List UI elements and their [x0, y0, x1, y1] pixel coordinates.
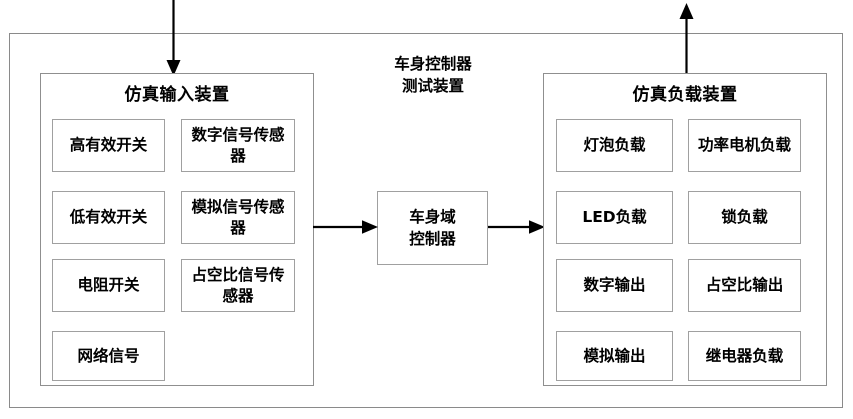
centre-caption-line2: 测试装置 — [401, 77, 464, 95]
external-output-arrow — [673, 2, 701, 78]
controller-label-line2: 控制器 — [409, 230, 456, 248]
box-digital-signal-sensor[interactable]: 数字信号传感器 — [181, 119, 295, 172]
outer-system-frame — [9, 33, 843, 408]
panel-title-simulated-load-device: 仿真负载装置 — [632, 85, 738, 105]
box-body-domain-controller[interactable]: 车身域 控制器 — [377, 191, 488, 265]
box-network-signal[interactable]: 网络信号 — [52, 331, 165, 381]
box-duty-cycle-signal-sensor[interactable]: 占空比信号传感器 — [181, 259, 295, 312]
box-digital-output[interactable]: 数字输出 — [556, 259, 673, 312]
panel-simulated-load-device: 仿真负载装置 灯泡负载 功率电机负载 LED负载 锁负载 数字输出 占空比输出 … — [543, 73, 827, 386]
box-analog-output[interactable]: 模拟输出 — [556, 331, 673, 381]
controller-label-line1: 车身域 — [409, 208, 456, 226]
box-led-load[interactable]: LED负载 — [556, 191, 673, 244]
box-duty-cycle-output[interactable]: 占空比输出 — [688, 259, 801, 312]
controller-to-load-arrow — [488, 217, 546, 237]
panel-simulated-input-device: 仿真输入装置 高有效开关 数字信号传感器 低有效开关 模拟信号传感器 电阻开关 … — [40, 73, 314, 386]
box-lock-load[interactable]: 锁负载 — [688, 191, 801, 244]
box-analog-signal-sensor[interactable]: 模拟信号传感器 — [181, 191, 295, 244]
box-high-active-switch[interactable]: 高有效开关 — [52, 119, 165, 172]
input-to-controller-arrow — [313, 217, 379, 237]
box-resistive-switch[interactable]: 电阻开关 — [52, 259, 165, 312]
box-power-motor-load[interactable]: 功率电机负载 — [688, 119, 801, 172]
centre-caption-line1: 车身控制器 — [394, 55, 472, 73]
centre-caption: 车身控制器 测试装置 — [363, 53, 503, 97]
box-relay-load[interactable]: 继电器负载 — [688, 331, 801, 381]
panel-title-simulated-input-device: 仿真输入装置 — [124, 85, 230, 105]
external-input-arrow — [160, 0, 188, 78]
box-low-active-switch[interactable]: 低有效开关 — [52, 191, 165, 244]
box-bulb-load[interactable]: 灯泡负载 — [556, 119, 673, 172]
